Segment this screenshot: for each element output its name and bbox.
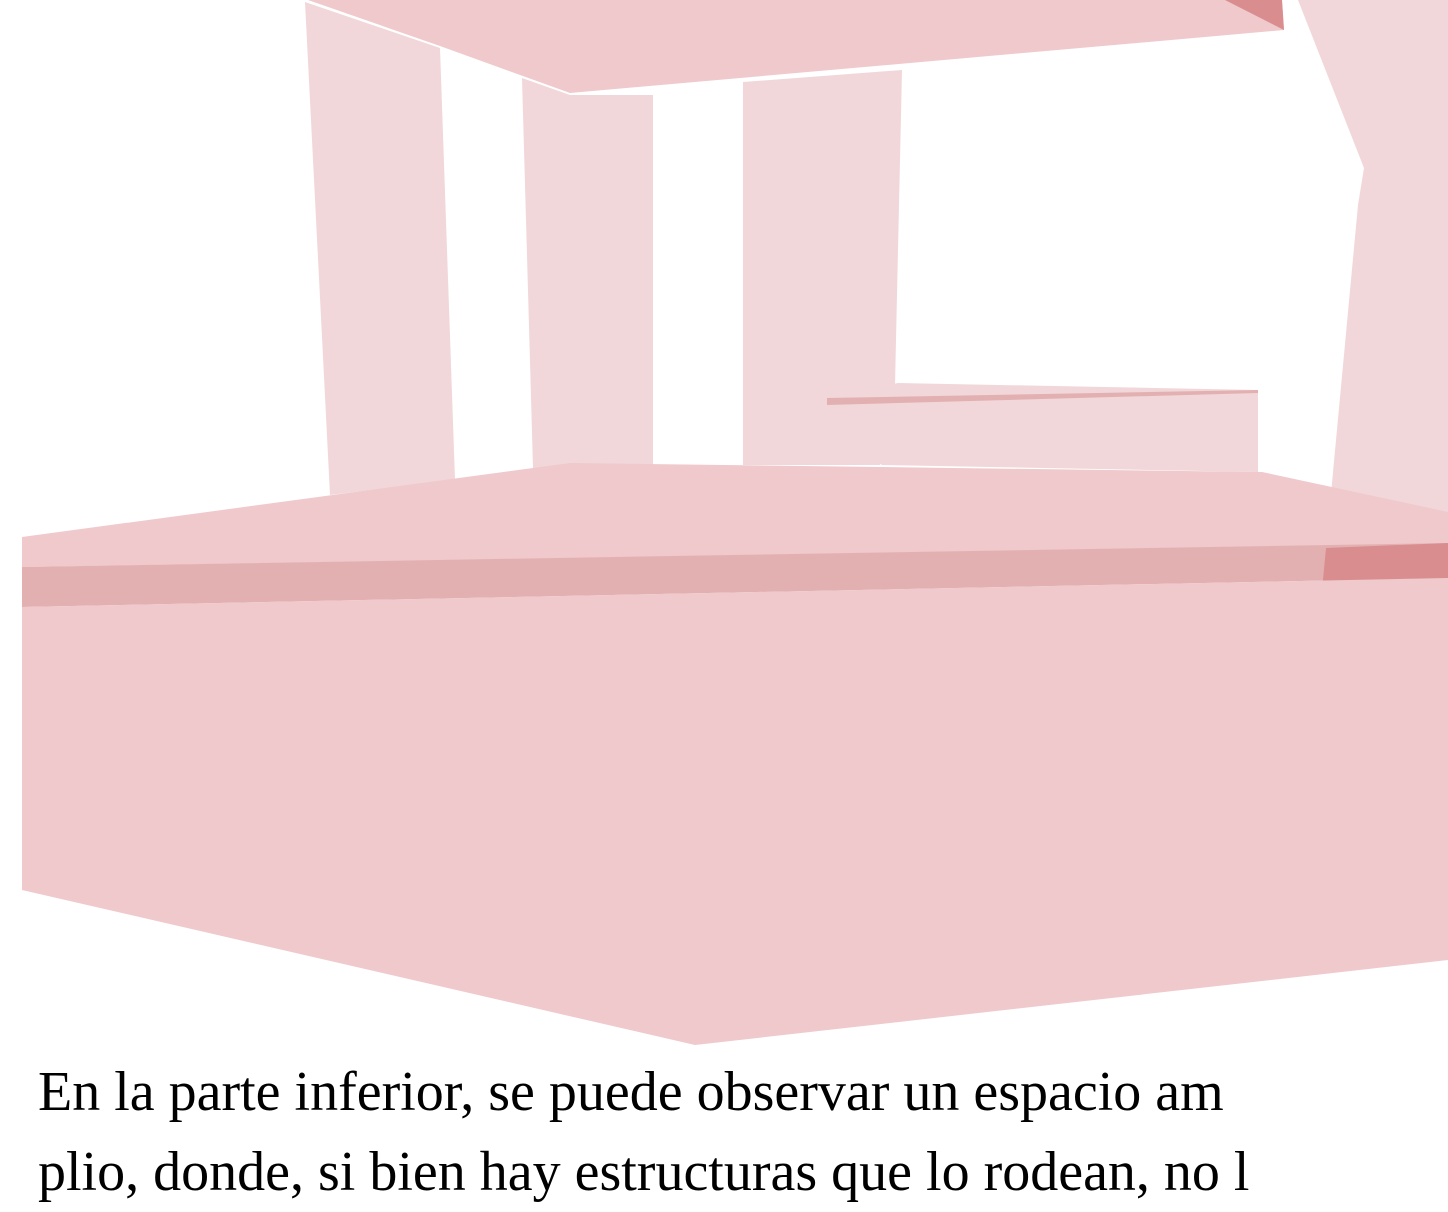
middle-pillar (522, 78, 653, 468)
top-slab-edge (1225, 0, 1284, 30)
band-overlap (1322, 543, 1448, 590)
paragraph-line-1: En la parte inferior, se puede observar … (38, 1061, 1224, 1123)
paragraph: En la parte inferior, se puede observar … (38, 1052, 1448, 1212)
right-wall (1322, 168, 1448, 590)
paragraph-line-2: plio, donde, si bien hay estructuras que… (38, 1141, 1250, 1203)
base-band (22, 543, 1448, 607)
top-slab (308, 0, 1284, 93)
shelf (827, 383, 1258, 472)
shelf-edge (827, 390, 1258, 405)
architectural-illustration (22, 0, 1448, 1045)
left-pillar (305, 2, 455, 495)
base-top (22, 463, 1448, 567)
right-beam (1298, 0, 1448, 168)
right-pillar (743, 70, 902, 465)
base-front (22, 578, 1448, 1045)
